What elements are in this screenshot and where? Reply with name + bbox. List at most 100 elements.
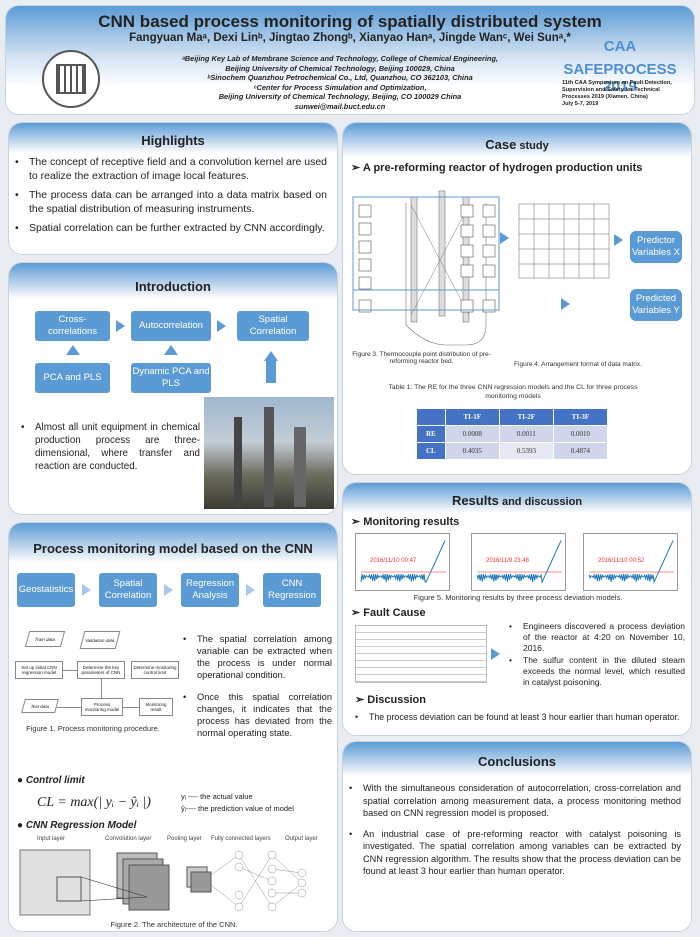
table-cell: 0.0010 bbox=[552, 425, 609, 443]
control-limit-node: Determine monitoring control limit bbox=[131, 661, 179, 679]
setup-cnn-node: Set up initial CNN regression model bbox=[15, 661, 63, 679]
deviation-time-label: 2016/11/10 00:52 bbox=[598, 558, 645, 564]
layer-label: Pooling layer bbox=[167, 836, 202, 842]
affiliations: ᵃBeijing Key Lab of Membrane Science and… bbox=[140, 54, 540, 111]
autocorrelation-box: Autocorrelation bbox=[131, 311, 211, 341]
table-caption: Table 1: The RE for the three CNN regres… bbox=[388, 384, 638, 400]
control-limit-formula: CL = max(| yᵢ − ŷᵢ |) bbox=[37, 795, 151, 810]
cnn-regression-box: CNN Regression bbox=[263, 573, 321, 607]
flow-line bbox=[57, 707, 81, 708]
introduction-panel: Introduction Cross-correlations Autocorr… bbox=[8, 262, 338, 515]
data-matrix-grid bbox=[518, 203, 610, 279]
determine-parameters-node: Determine the key parameters of CNN bbox=[77, 661, 125, 679]
arrow-right-icon bbox=[217, 320, 226, 332]
monitoring-result-node: Monitoring result bbox=[139, 698, 173, 716]
safeprocess-text: SAFEPROCESS 2019 bbox=[563, 61, 677, 95]
layer-label: Convolution layer bbox=[105, 836, 152, 842]
affiliation: Beijing University of Chemical Technolog… bbox=[218, 92, 462, 101]
affiliation: ᶜCenter for Process Simulation and Optim… bbox=[253, 82, 427, 92]
symposium-line: Processes 2019 (Xiamen, China) bbox=[562, 94, 648, 100]
validation-data-node: Validation data bbox=[79, 631, 121, 649]
arrow-right-icon bbox=[614, 234, 623, 246]
arrow-right-icon bbox=[82, 584, 91, 596]
highlight-item: Spatial correlation can be further extra… bbox=[9, 221, 327, 235]
affiliation: Beijing University of Chemical Technolog… bbox=[225, 63, 455, 73]
poster-title: CNN based process monitoring of spatiall… bbox=[98, 12, 602, 31]
layer-label: Input layer bbox=[37, 836, 66, 842]
table-cell: 0.4874 bbox=[552, 442, 609, 460]
figure-3-caption: Figure 3. Thermocouple point distributio… bbox=[352, 351, 491, 365]
figure-2-caption: Figure 2. The architecture of the CNN. bbox=[110, 920, 238, 929]
discussion-title: and discussion bbox=[498, 496, 583, 508]
figure-4-caption: Figure 4. Arrangement format of data mat… bbox=[514, 361, 642, 368]
train-data-node: Train data bbox=[24, 631, 66, 647]
predicted-variables-box: Predicted Variables Y bbox=[630, 289, 682, 321]
arrow-right-icon bbox=[500, 232, 509, 244]
symposium-line: Supervision and Safety for Technical bbox=[562, 87, 660, 93]
discussion-heading-text: Discussion bbox=[367, 694, 426, 706]
poster-header bbox=[5, 5, 695, 115]
yi-definition: yᵢ ---- the actual value bbox=[181, 792, 253, 801]
panel-title: Results and discussion bbox=[343, 483, 691, 513]
conclusion-item: An industrial case of pre-reforming reac… bbox=[343, 828, 681, 878]
arrow-right-icon bbox=[246, 584, 255, 596]
arrow-up-icon bbox=[264, 351, 278, 361]
flow-line bbox=[63, 670, 77, 671]
arrow-right-icon bbox=[164, 584, 173, 596]
symposium-line: July 5-7, 2019 bbox=[562, 101, 599, 107]
fault-bullet: Engineers discovered a process deviation… bbox=[503, 621, 685, 654]
table-header bbox=[416, 408, 446, 426]
conclusions-panel: Conclusions With the simultaneous consid… bbox=[342, 741, 692, 932]
flow-line bbox=[123, 707, 139, 708]
case-title: Case bbox=[485, 137, 517, 152]
conference-logo: CAA SAFEPROCESS 2019 bbox=[545, 38, 695, 95]
yhat-definition: ŷᵢ---- the prediction value of model bbox=[181, 804, 294, 813]
affiliation: ᵇSinochem Quanzhou Petrochemical Co., Lt… bbox=[207, 73, 473, 82]
model-bullet: Once this spatial correlation changes, i… bbox=[177, 691, 332, 739]
panel-title: Case study bbox=[343, 123, 691, 157]
control-limit-label: Control limit bbox=[25, 775, 85, 786]
results-title: Results bbox=[451, 493, 499, 508]
table-cell: 0.4035 bbox=[444, 442, 500, 460]
deviation-time-label: 2016/11/9 23:48 bbox=[486, 558, 529, 564]
caa-text: CAA bbox=[603, 38, 637, 55]
regression-analysis-box: Regression Analysis bbox=[181, 573, 239, 607]
conclusion-item: With the simultaneous consideration of a… bbox=[343, 782, 681, 820]
arrow-up-icon bbox=[66, 345, 80, 355]
case-study-panel: Case study ➢ A pre-reforming reactor of … bbox=[342, 122, 692, 475]
control-limit-heading: ● Control limit bbox=[17, 775, 85, 786]
arrow-up-icon bbox=[164, 345, 178, 355]
process-monitoring-node: Process monitoring model bbox=[81, 698, 123, 716]
highlight-item: The concept of receptive field and a con… bbox=[9, 155, 327, 183]
fault-heading: ➢ Fault Cause bbox=[351, 607, 426, 619]
panel-title: Conclusions bbox=[343, 742, 691, 776]
monitoring-heading: ➢ Monitoring results bbox=[351, 516, 460, 528]
monitoring-heading-text: Monitoring results bbox=[363, 516, 460, 528]
table-header: TI-2F bbox=[498, 408, 554, 426]
row-header: RE bbox=[416, 425, 446, 443]
fault-heading-text: Fault Cause bbox=[363, 607, 426, 619]
case-subtitle: ➢ A pre-reforming reactor of hydrogen pr… bbox=[351, 162, 643, 174]
figure-5-caption: Figure 5. Monitoring results by three pr… bbox=[413, 593, 623, 602]
affiliation: ᵃBeijing Key Lab of Membrane Science and… bbox=[181, 54, 499, 63]
intro-bullet: Almost all unit equipment in chemical pr… bbox=[15, 421, 200, 473]
figure-1-caption: Figure 1. Process monitoring procedure. bbox=[26, 724, 160, 733]
arrow-right-icon bbox=[116, 320, 125, 332]
results-panel: Results and discussion ➢ Monitoring resu… bbox=[342, 482, 692, 736]
highlights-panel: Highlights The concept of receptive fiel… bbox=[8, 122, 338, 255]
highlight-item: The process data can be arranged into a … bbox=[9, 188, 327, 216]
table-cell: 0.0008 bbox=[444, 425, 500, 443]
panel-title: Highlights bbox=[9, 123, 337, 153]
test-data-node: Test data bbox=[21, 699, 59, 713]
fault-bullet: The sulfur content in the diluted steam … bbox=[503, 655, 685, 688]
layer-label: Fully connected layers bbox=[211, 836, 271, 842]
dynamic-pca-pls-box: Dynamic PCA and PLS bbox=[131, 363, 211, 393]
deviation-time-label: 2016/11/10 00:47 bbox=[370, 558, 417, 564]
cnn-model-heading: ● CNN Regression Model bbox=[17, 820, 137, 831]
row-header: CL bbox=[416, 442, 446, 460]
monitoring-plot: 2016/11/10 00:47 bbox=[355, 533, 450, 591]
fault-log-image bbox=[355, 625, 487, 683]
arrow-right-icon bbox=[561, 298, 570, 310]
